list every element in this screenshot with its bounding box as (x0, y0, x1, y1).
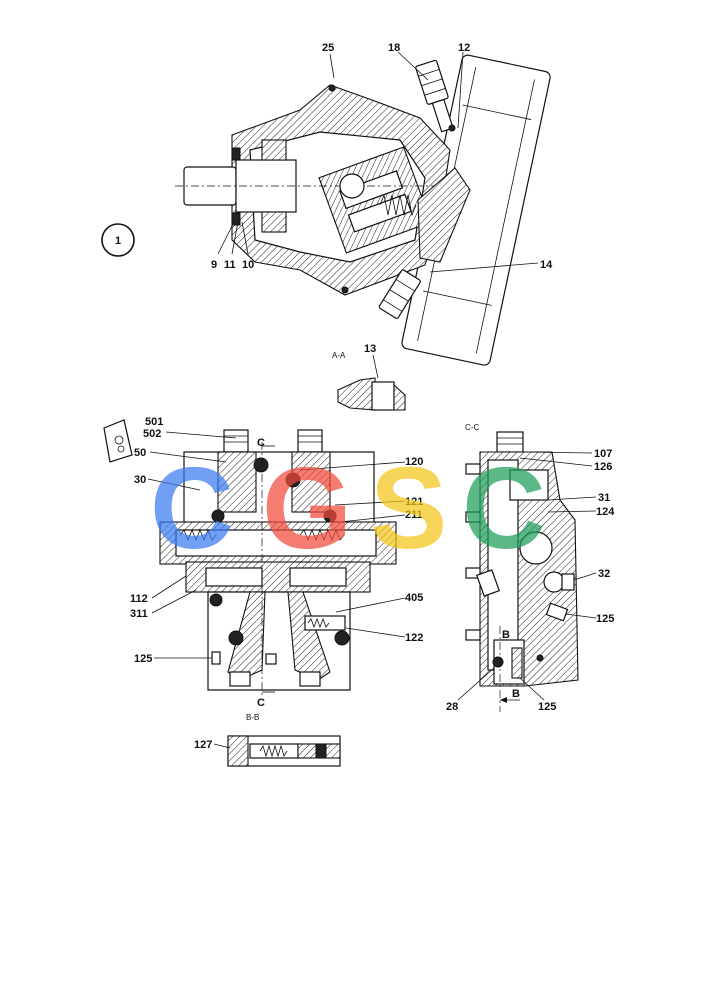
piston-ball (339, 173, 365, 199)
watermark-letter-1: C (150, 443, 234, 573)
figure-number-badge: 1 (101, 223, 135, 257)
swash-plate (417, 167, 471, 263)
watermark: C G S C (150, 443, 546, 573)
callout-14: 14 (540, 259, 553, 271)
watermark-letter-2: G (262, 443, 352, 573)
adjusting-screw-bottom (378, 269, 421, 319)
control-valve-block: C C (103, 419, 397, 709)
callout-125-left: 125 (134, 653, 152, 665)
callout-502: 502 (143, 428, 161, 440)
callout-31: 31 (598, 492, 610, 504)
detail-13: A-A (332, 351, 406, 411)
section-marker-c-bottom: C (257, 697, 265, 709)
callout-107: 107 (594, 448, 612, 460)
callout-28: 28 (446, 701, 458, 713)
callout-13: 13 (364, 343, 376, 355)
section-label-bb: B-B (246, 713, 259, 722)
callout-9: 9 (211, 259, 217, 271)
shaft-seal (231, 147, 241, 161)
callout-11: 11 (224, 259, 236, 271)
callout-121: 121 (405, 496, 423, 508)
callout-labels: 25 18 12 9 11 10 14 13 501 502 50 30 112… (130, 42, 615, 751)
callout-50: 50 (134, 447, 146, 459)
callout-122: 122 (405, 632, 423, 644)
callout-25: 25 (322, 42, 334, 54)
detail-bb: B-B (227, 713, 341, 767)
callout-211: 211 (405, 509, 423, 521)
section-label-cc: C-C (465, 423, 479, 432)
callout-125-bottom: 125 (538, 701, 556, 713)
bearing (261, 139, 287, 161)
section-marker-c-top: C (257, 437, 265, 449)
watermark-letter-4: C (462, 443, 546, 573)
callout-112: 112 (130, 593, 148, 605)
callout-18: 18 (388, 42, 400, 54)
section-label-aa: A-A (332, 351, 346, 360)
name-plate-icon (103, 419, 133, 463)
plug (253, 457, 269, 473)
callout-501: 501 (145, 416, 163, 428)
spring (379, 193, 417, 217)
callout-120: 120 (405, 456, 423, 468)
callout-32: 32 (598, 568, 610, 580)
callout-12: 12 (458, 42, 470, 54)
callout-125-right: 125 (596, 613, 614, 625)
main-pump-section (175, 54, 551, 366)
cylinder-block (318, 146, 432, 254)
callout-127: 127 (194, 739, 212, 751)
adjusting-screw-top (415, 59, 454, 133)
callout-124: 124 (596, 506, 615, 518)
leader-lines (147, 51, 597, 749)
watermark-letter-3: S (370, 443, 447, 573)
section-marker-b-top: B (502, 629, 510, 641)
callout-30: 30 (134, 474, 146, 486)
section-marker-b-bottom: B (512, 688, 520, 700)
callout-311: 311 (130, 608, 148, 620)
section-cc: C-C B B (465, 423, 579, 712)
callout-405: 405 (405, 592, 423, 604)
callout-126: 126 (594, 461, 612, 473)
figure-number: 1 (115, 235, 121, 247)
callout-10: 10 (242, 259, 254, 271)
